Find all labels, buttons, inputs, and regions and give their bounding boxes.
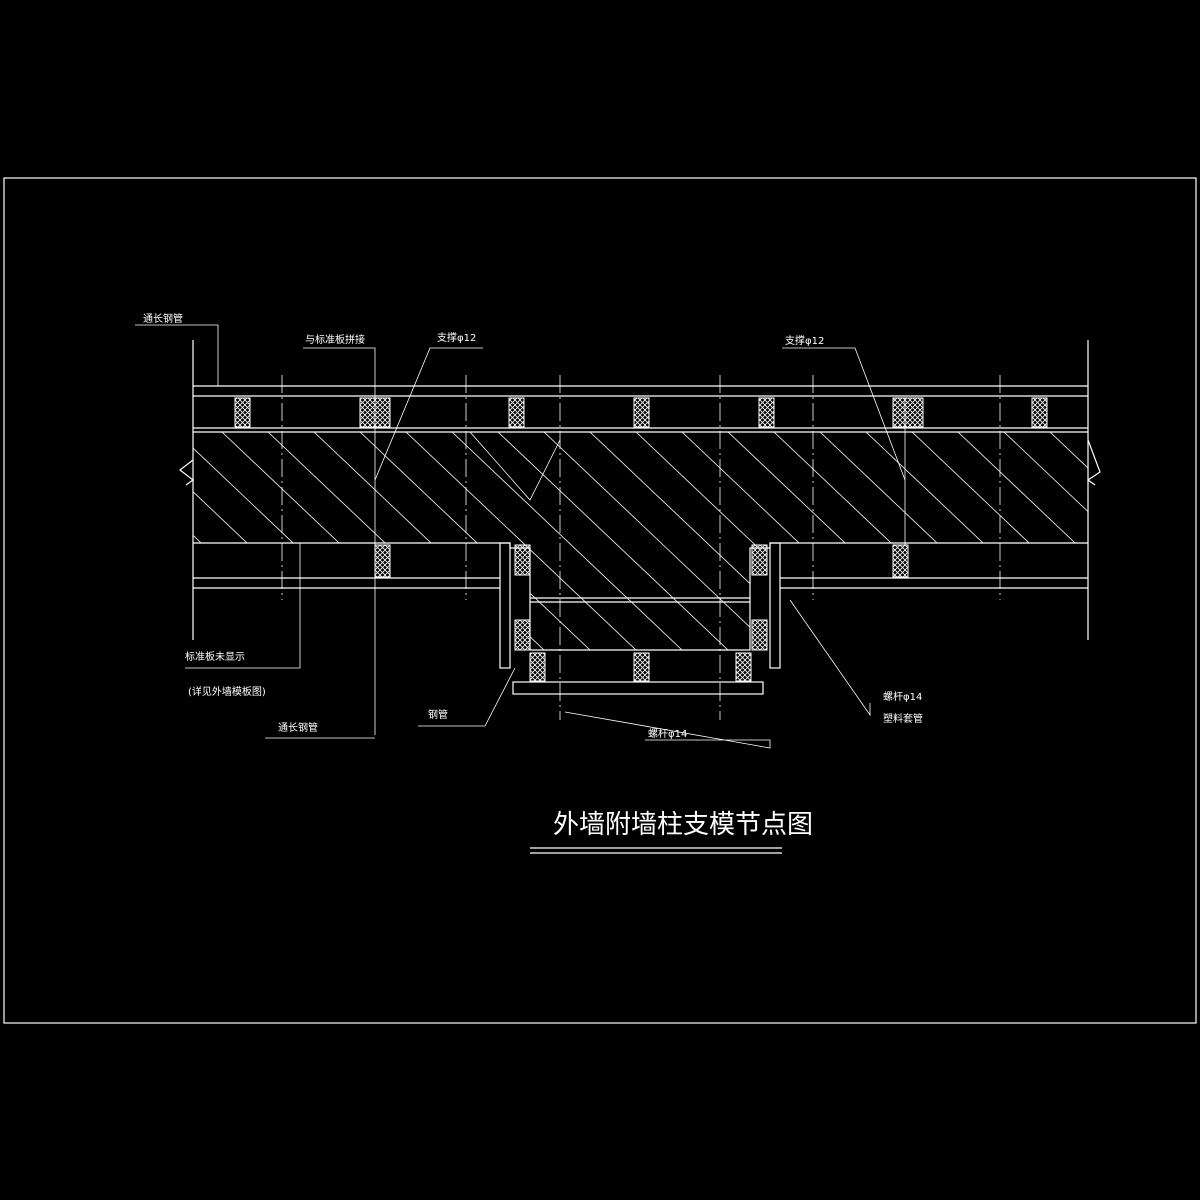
top-formwork	[192, 340, 1089, 640]
annotations: 通长钢管 与标准板拼接 支撑φ12 支撑φ12 标准板未显示 (详见外墙模板图)…	[143, 312, 923, 740]
leaders	[135, 324, 906, 749]
label-through-pipe-bottom: 通长钢管	[278, 721, 318, 734]
label-std-board-not-shown: 标准板未显示	[185, 650, 245, 663]
label-steel-pipe: 钢管	[428, 708, 448, 721]
drawing-frame	[3, 177, 1197, 1024]
timber-blocks	[234, 397, 1048, 682]
label-plastic-sleeve: 塑料套管	[883, 712, 923, 725]
break-mark-right	[1086, 439, 1101, 486]
tie-bolts	[281, 375, 1001, 720]
label-bolt-right: 螺杆φ14	[883, 691, 922, 703]
break-mark-left	[179, 459, 195, 486]
drawing-title: 外墙附墙柱支模节点图	[553, 810, 813, 840]
label-through-pipe-top: 通长钢管	[143, 312, 183, 325]
label-bolt-bottom: 螺杆φ14	[648, 728, 687, 740]
label-brace-right: 支撑φ12	[785, 334, 824, 347]
label-see-ext-wall: (详见外墙模板图)	[188, 685, 266, 698]
concrete-wall	[193, 431, 1088, 651]
label-brace-left: 支撑φ12	[437, 331, 476, 344]
label-join-with-std: 与标准板拼接	[305, 333, 365, 346]
bottom-formwork	[193, 542, 1088, 695]
braces	[374, 398, 906, 735]
